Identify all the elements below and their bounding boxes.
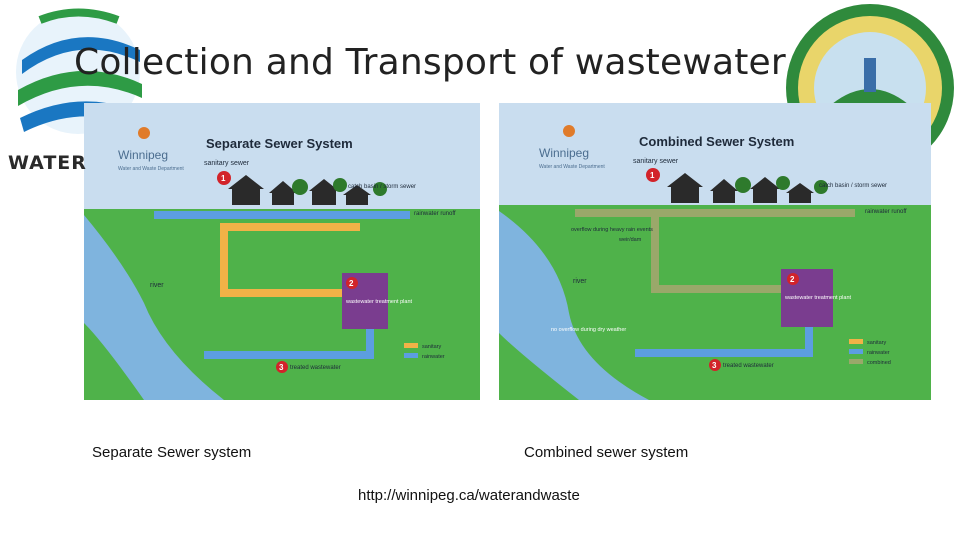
sanitary-sewer-label: sanitary sewer: [204, 160, 250, 167]
combined-pipe-bottom: [651, 285, 781, 293]
legend-sanitary-swatch: [404, 343, 418, 348]
brand-sub: Water and Waste Department: [118, 166, 184, 172]
legend-sanitary: sanitary: [867, 340, 887, 346]
brand: Winnipeg: [539, 146, 589, 160]
river: [84, 215, 224, 400]
step-2-label: 2: [349, 279, 354, 288]
catch-basin-label: catch basin / storm sewer: [348, 184, 416, 190]
sanitary-pipe-bottom: [220, 289, 348, 297]
rainwater-runoff-label: rainwater runoff: [414, 211, 456, 217]
trees-icon: [292, 178, 387, 196]
caption-combined: Combined sewer system: [524, 444, 689, 461]
brand-sub: Water and Waste Department: [539, 164, 605, 170]
legend-rainwater-swatch: [849, 349, 863, 354]
step-3-label: 3: [712, 361, 717, 370]
diagram-heading: Separate Sewer System: [206, 136, 353, 151]
treated-pipe-up: [366, 329, 374, 359]
legend-rainwater: rainwater: [867, 350, 890, 356]
separate-sewer-diagram: Winnipeg Water and Waste Department Sepa…: [84, 103, 480, 400]
step-2-label: 2: [790, 275, 795, 284]
legend-rainwater-swatch: [404, 353, 418, 358]
diagram-heading: Combined Sewer System: [639, 134, 794, 149]
legend-sanitary-swatch: [849, 339, 863, 344]
legend-sanitary: sanitary: [422, 344, 442, 350]
sanitary-sewer-label: sanitary sewer: [633, 158, 679, 165]
legend-rainwater: rainwater: [422, 354, 445, 360]
trees-icon: [735, 176, 828, 194]
rainwater-runoff-label: rainwater runoff: [865, 209, 907, 215]
city-logo-icon: [563, 125, 575, 137]
combined-pipe: [575, 209, 855, 217]
caption-separate: Separate Sewer system: [92, 444, 252, 461]
slide-title: Collection and Transport of wastewater: [74, 42, 786, 83]
step-2-marker: [787, 273, 799, 285]
treated-pipe: [204, 351, 374, 359]
river: [499, 211, 649, 400]
step-1-label: 1: [650, 171, 655, 180]
brand: Winnipeg: [118, 148, 168, 162]
sanitary-pipe-down: [220, 223, 228, 297]
treated-wastewater-label: treated wastewater: [723, 363, 774, 369]
storm-pipe: [154, 211, 410, 219]
source-link[interactable]: http://winnipeg.ca/waterandwaste: [358, 487, 580, 504]
city-logo-icon: [138, 127, 150, 139]
treated-pipe: [635, 349, 813, 357]
catch-basin-label: catch basin / storm sewer: [819, 183, 887, 189]
river-label: river: [150, 282, 164, 289]
step-3-label: 3: [279, 363, 284, 372]
combined-sewer-diagram: Winnipeg Water and Waste Department Comb…: [499, 103, 931, 400]
plant-label: wastewater treatment plant: [784, 295, 852, 301]
overflow-label: overflow during heavy rain events: [571, 227, 653, 233]
houses-icon: [667, 173, 814, 203]
combined-pipe-down: [651, 209, 659, 293]
legend-combined: combined: [867, 360, 891, 366]
step-1-label: 1: [221, 174, 226, 183]
step-3-marker: [276, 361, 288, 373]
step-1-marker: [217, 171, 231, 185]
logo-word: WATER: [8, 152, 87, 174]
plant-label: wastewater treatment plant: [345, 299, 413, 305]
legend-combined-swatch: [849, 359, 863, 364]
step-3-marker: [709, 359, 721, 371]
step-2-marker: [346, 277, 358, 289]
no-overflow-label: no overflow during dry weather: [551, 327, 626, 333]
treated-pipe-up: [805, 327, 813, 357]
weir-label: weir/dam: [618, 237, 642, 243]
river-label: river: [573, 278, 587, 285]
step-1-marker: [646, 168, 660, 182]
sanitary-pipe: [220, 223, 360, 231]
treated-wastewater-label: treated wastewater: [290, 365, 341, 371]
houses-icon: [228, 175, 371, 205]
